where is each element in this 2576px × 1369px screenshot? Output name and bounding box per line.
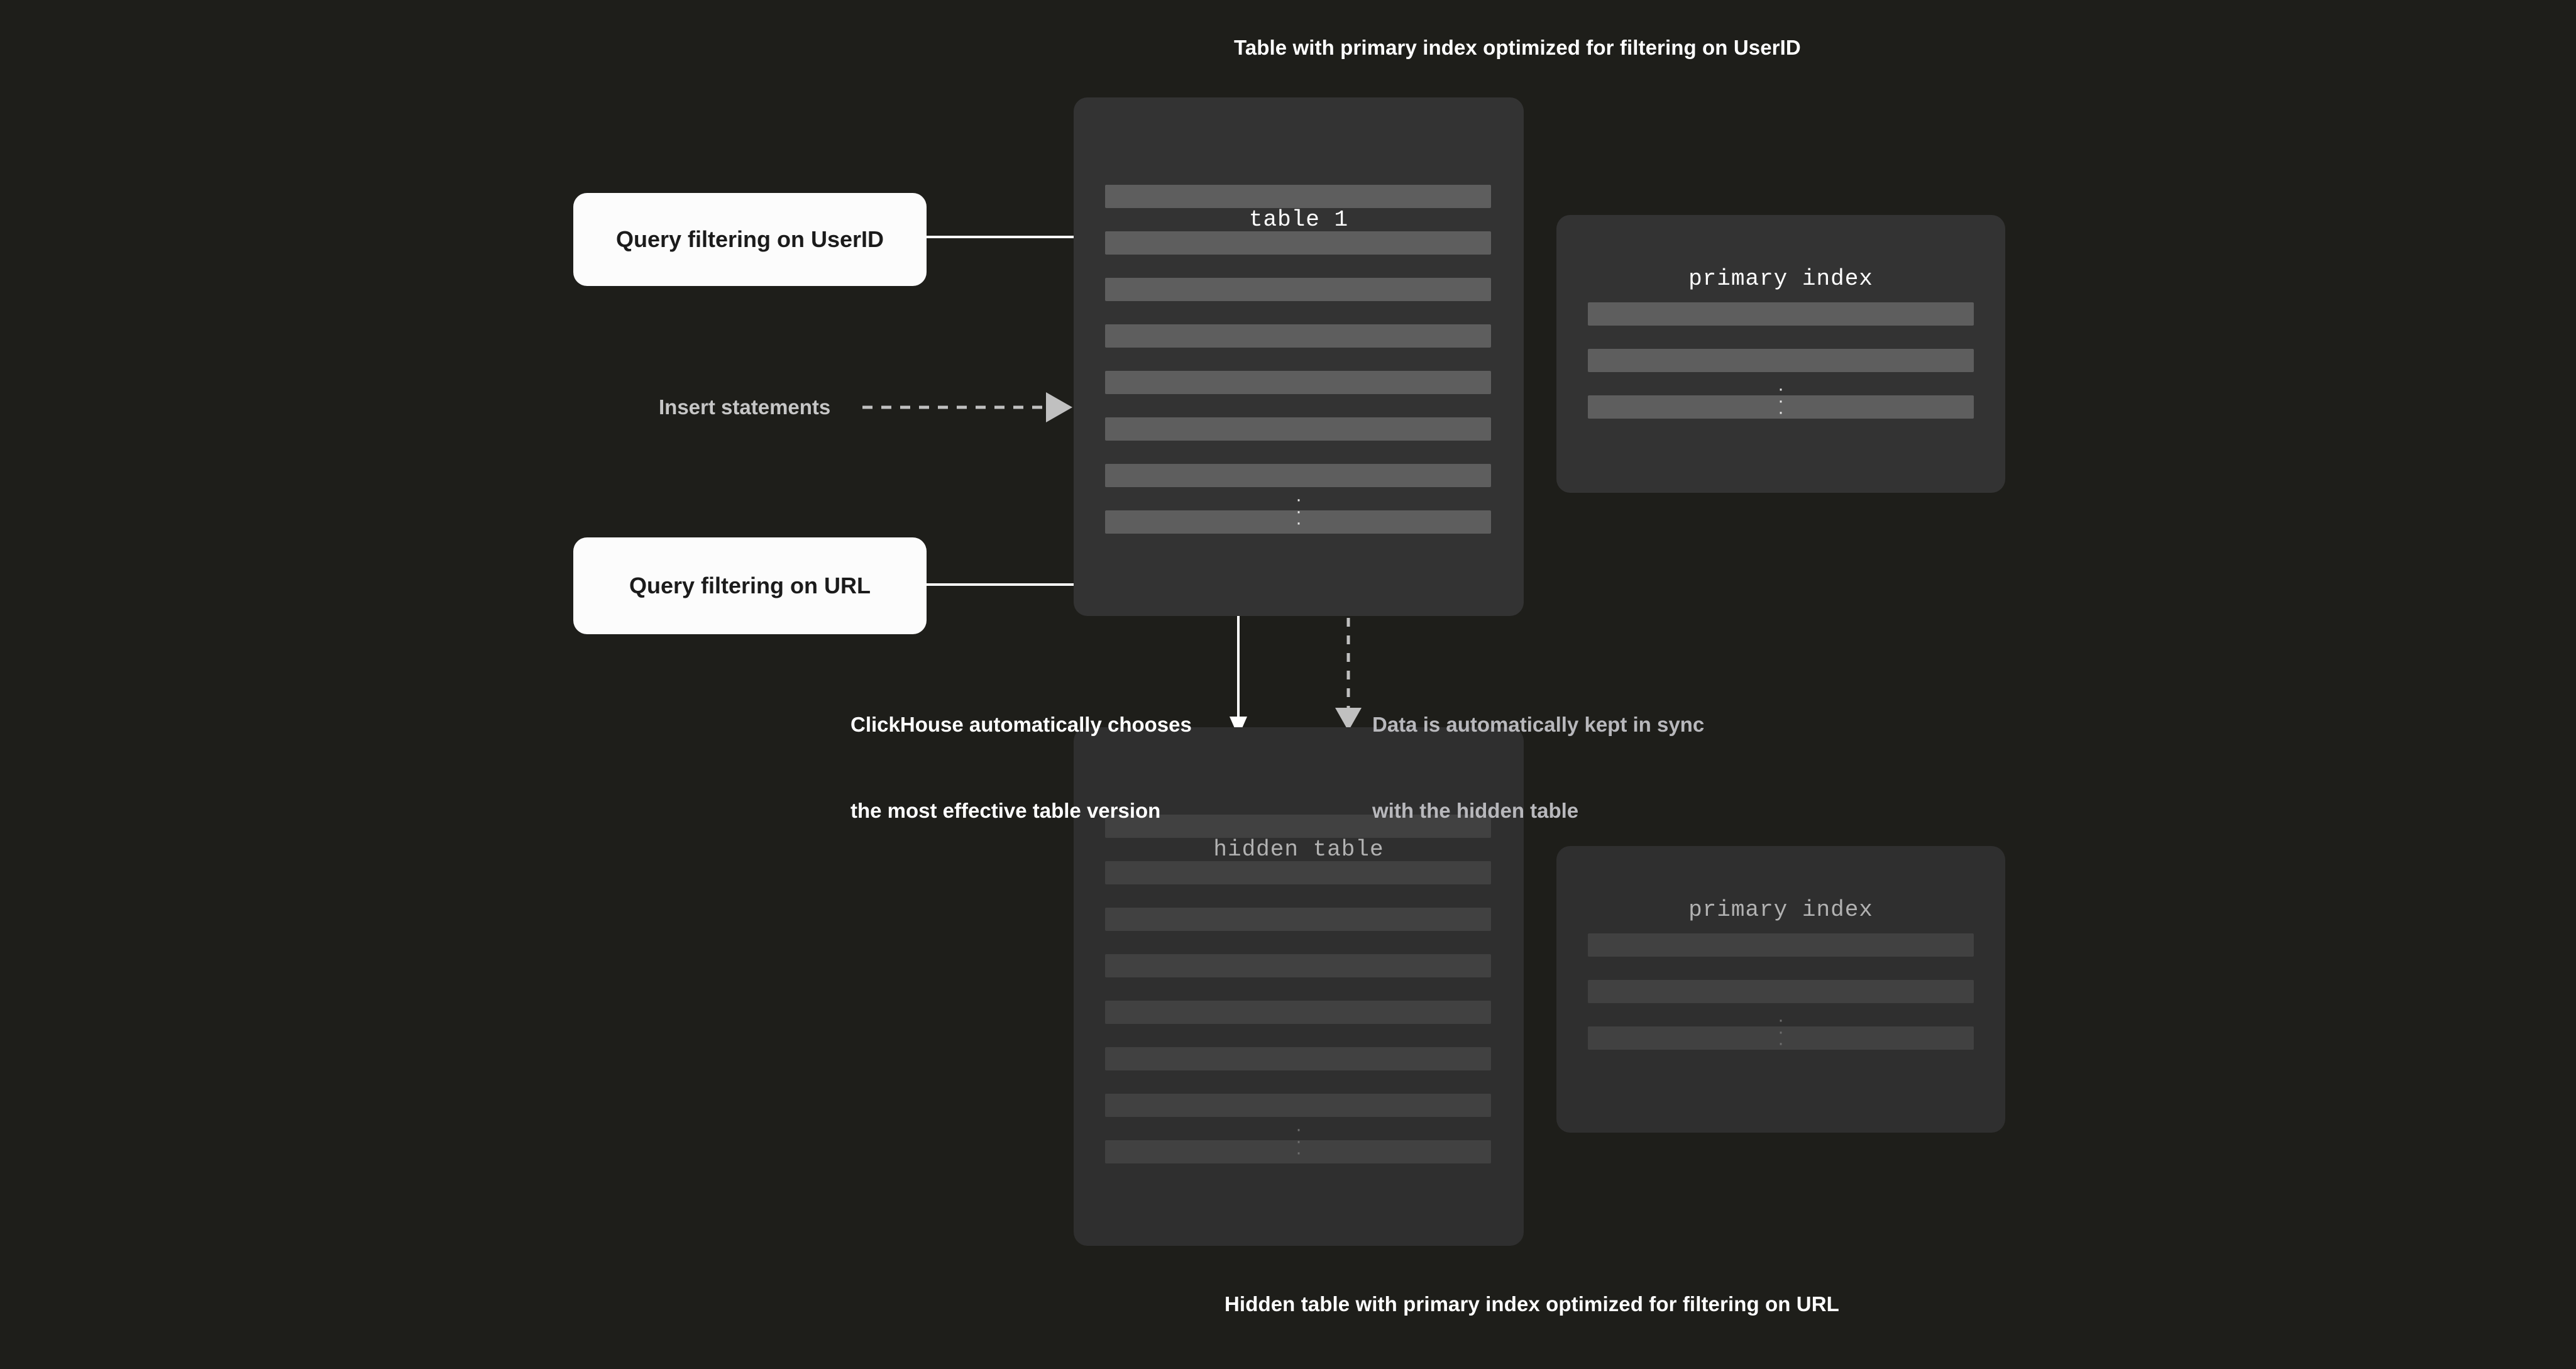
data-sync-label: Data is automatically kept in sync with … <box>1372 653 1704 882</box>
primary-index-bottom-title: primary index <box>1688 897 1873 923</box>
connector-insert-statements <box>862 392 1072 422</box>
primary-index-top-card[interactable]: primary index ··· <box>1556 215 2005 493</box>
insert-statements-label: Insert statements <box>659 395 831 419</box>
table-row <box>1105 510 1491 534</box>
data-sync-line-2: with the hidden table <box>1372 798 1579 822</box>
primary-index-top-more-rows-ellipsis: ··· <box>1778 378 1784 423</box>
clickhouse-chooses-line-1: ClickHouse automatically chooses <box>850 713 1192 737</box>
table-row <box>1105 908 1491 931</box>
table-row <box>1105 278 1491 301</box>
data-sync-line-1: Data is automatically kept in sync <box>1372 713 1705 737</box>
top-caption: Table with primary index optimized for f… <box>1234 36 1801 59</box>
index-row <box>1588 1026 1974 1050</box>
table-row <box>1105 1140 1491 1163</box>
table-1-title: table 1 <box>1248 207 1349 233</box>
table-row <box>1105 464 1491 487</box>
table-row <box>1105 954 1491 977</box>
table-1-card[interactable]: table 1 ··· <box>1074 97 1524 616</box>
table-1-more-rows-ellipsis: ··· <box>1296 489 1302 534</box>
query-filtering-on-url-box[interactable]: Query filtering on URL <box>573 537 927 634</box>
table-row <box>1105 324 1491 348</box>
table-row <box>1105 1001 1491 1024</box>
table-row <box>1105 371 1491 394</box>
connector-data-sync <box>1335 618 1362 731</box>
clickhouse-chooses-label: ClickHouse automatically chooses the mos… <box>850 653 1192 882</box>
table-row <box>1105 417 1491 441</box>
index-row <box>1588 302 1974 326</box>
hidden-table-card[interactable]: hidden table ··· <box>1074 727 1524 1246</box>
table-row <box>1105 185 1491 208</box>
index-row <box>1588 395 1974 419</box>
table-row <box>1105 1094 1491 1117</box>
index-row <box>1588 933 1974 957</box>
primary-index-top-title: primary index <box>1688 266 1873 292</box>
clickhouse-chooses-line-2: the most effective table version <box>850 798 1161 822</box>
table-row <box>1105 231 1491 255</box>
table-row <box>1105 861 1491 884</box>
hidden-table-title: hidden table <box>1213 837 1384 862</box>
index-row <box>1588 980 1974 1003</box>
query-filtering-on-userid-box[interactable]: Query filtering on UserID <box>573 193 927 286</box>
table-row <box>1105 1047 1491 1070</box>
index-row <box>1588 349 1974 372</box>
table-row <box>1105 815 1491 838</box>
primary-index-bottom-more-rows-ellipsis: ··· <box>1778 1009 1784 1054</box>
bottom-caption: Hidden table with primary index optimize… <box>1225 1292 1839 1316</box>
primary-index-bottom-card[interactable]: primary index ··· <box>1556 846 2005 1133</box>
hidden-table-more-rows-ellipsis: ··· <box>1296 1119 1302 1163</box>
